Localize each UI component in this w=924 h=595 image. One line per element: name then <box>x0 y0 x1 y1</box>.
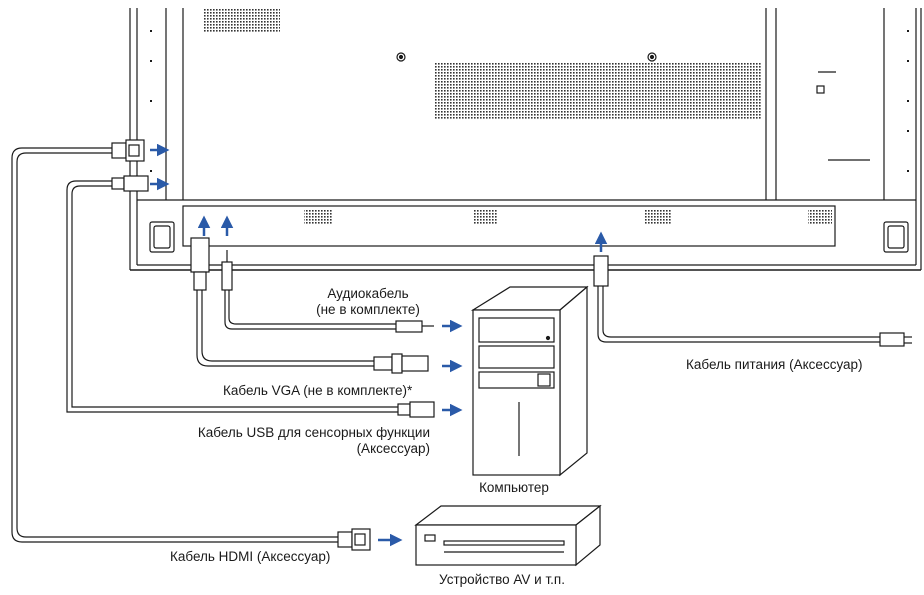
power-plug-icon <box>593 255 912 347</box>
audio-cable-label-line2: (не в комплекте) <box>316 302 420 317</box>
audio-jack-icon <box>221 250 434 333</box>
computer-label: Компьютер <box>479 480 549 495</box>
usb-cable-label-line2: (Аксессуар) <box>356 441 430 456</box>
audio-cable-label-line1: Аудиокабель <box>327 286 409 301</box>
vga-plug-icon <box>190 237 429 374</box>
audio-cable-label: Аудиокабель (не в комплекте) <box>300 286 436 318</box>
hdmi-plug-icon <box>111 139 371 551</box>
av-device <box>414 504 602 567</box>
vga-cable-label: Кабель VGA (не в комплекте)* <box>223 383 413 398</box>
cables <box>11 147 880 543</box>
usb-cable-label: Кабель USB для сенсорных функции (Аксесс… <box>110 425 430 457</box>
av-device-label: Устройство AV и т.п. <box>439 572 565 587</box>
side-details <box>150 30 909 172</box>
vent-grilles <box>204 8 832 224</box>
usb-cable-label-line1: Кабель USB для сенсорных функции <box>197 425 430 440</box>
usb-plug-icon <box>111 175 435 418</box>
power-cable-label: Кабель питания (Аксессуар) <box>686 357 863 372</box>
connection-arrows <box>150 143 608 547</box>
monitor-rear <box>129 8 922 271</box>
hdmi-cable-label: Кабель HDMI (Аксессуар) <box>170 549 331 564</box>
computer-tower <box>470 285 589 477</box>
